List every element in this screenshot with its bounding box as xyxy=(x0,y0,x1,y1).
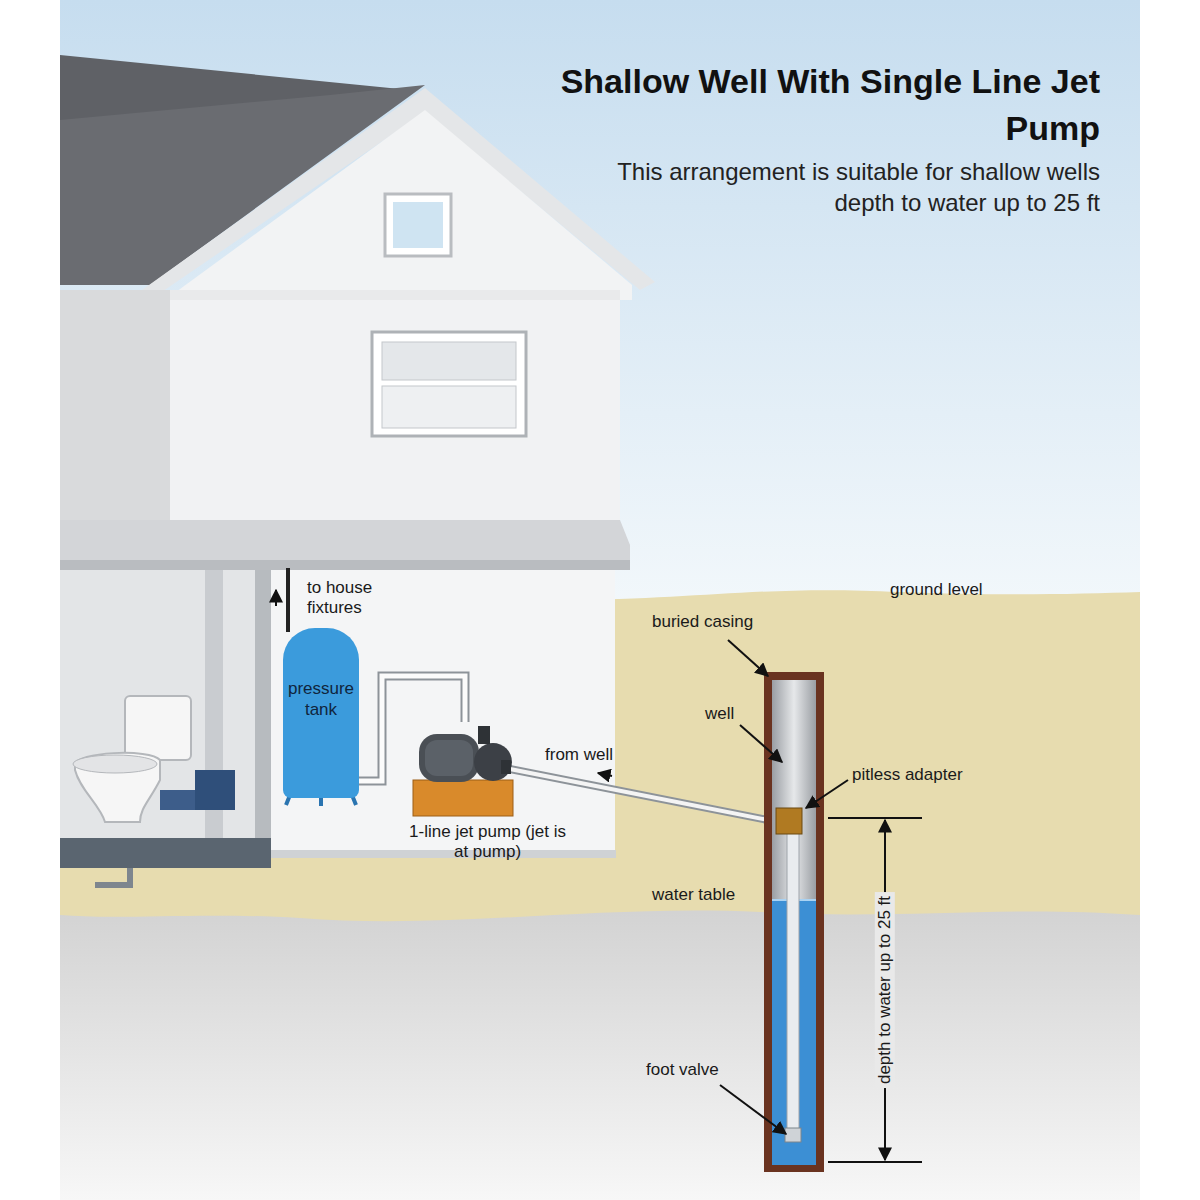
buried-casing xyxy=(764,672,824,1172)
slab-edge xyxy=(60,560,630,570)
roof-edge xyxy=(135,88,655,300)
pressure-tank: pressure tank xyxy=(283,628,359,798)
basement-wall xyxy=(270,570,615,855)
part-label: water table xyxy=(652,885,735,905)
house-wall xyxy=(60,290,170,520)
node-text: 1-line jet pump (jet is at pump) xyxy=(405,822,570,863)
toilet-tank xyxy=(125,696,191,760)
caption: This arrangement is suitable for shallow… xyxy=(600,156,1100,218)
pump-fins xyxy=(425,740,473,776)
glass xyxy=(393,202,443,248)
pump-motor xyxy=(419,734,479,782)
title: Shallow Well With Single Line Jet Pump xyxy=(560,58,1100,152)
part-label: well xyxy=(705,704,734,724)
window-pane xyxy=(382,386,516,428)
well-pipe xyxy=(505,768,778,822)
partition xyxy=(255,570,271,855)
dimension-tick xyxy=(828,1161,922,1163)
toilet-seat xyxy=(73,755,157,773)
flow-note: from well xyxy=(545,745,613,765)
gable xyxy=(165,110,632,300)
leader-line xyxy=(740,725,782,762)
leader-line xyxy=(720,1085,786,1134)
node-text: pressure tank xyxy=(283,678,359,721)
attic-window xyxy=(385,194,451,256)
supply-pipe xyxy=(286,568,290,632)
jet-pump: 1-line jet pump (jet is at pump) xyxy=(405,722,570,869)
window xyxy=(372,332,526,436)
pump-outlet xyxy=(478,726,490,744)
sky xyxy=(60,0,1140,620)
pump-volute xyxy=(474,743,512,781)
dimension-label: depth to water up to 25 ft xyxy=(875,892,895,1088)
leader-line xyxy=(728,640,768,676)
house-wall xyxy=(170,300,620,520)
leader-line xyxy=(806,780,848,808)
well-bore xyxy=(772,680,816,1165)
part-label: buried casing xyxy=(652,612,753,632)
house-wall xyxy=(60,290,620,520)
flow-arrow xyxy=(275,590,277,606)
basement-wall xyxy=(60,570,270,850)
window-pane xyxy=(382,342,516,380)
drop-pipe xyxy=(787,820,799,1138)
drain-pipe xyxy=(95,868,130,885)
floor xyxy=(60,838,271,868)
partition xyxy=(205,570,223,855)
part-label: foot valve xyxy=(646,1060,719,1080)
floor xyxy=(271,850,616,858)
plumbing xyxy=(195,770,235,810)
pump-drawing xyxy=(405,722,570,820)
pump-base xyxy=(413,780,513,816)
pump-nozzle xyxy=(501,760,511,774)
pitless-adapter xyxy=(776,808,802,834)
ground-label: ground level xyxy=(890,580,983,600)
foot-valve xyxy=(785,1128,801,1142)
part-label: pitless adapter xyxy=(852,765,963,785)
subsoil xyxy=(60,880,1140,1200)
dimension-tick xyxy=(828,817,922,819)
flow-note: to house fixtures xyxy=(307,578,403,619)
flow-arrow xyxy=(598,773,612,776)
well-pipe xyxy=(505,768,778,822)
